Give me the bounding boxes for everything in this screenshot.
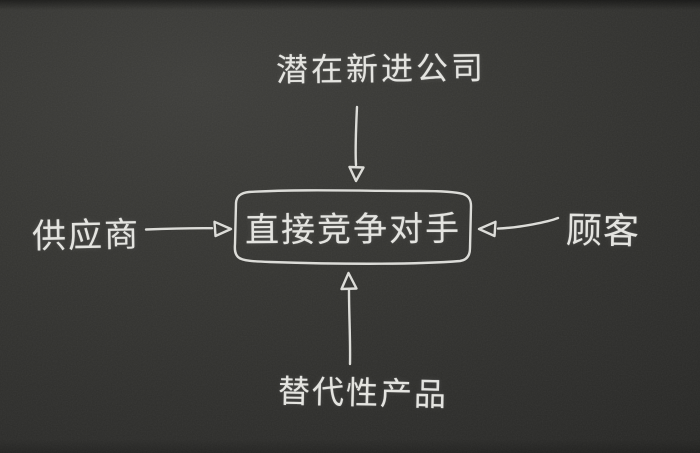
arrow-top-to-center	[348, 105, 365, 183]
node-center-label: 直接竞争对手	[244, 209, 462, 251]
arrow-right-to-center	[477, 216, 560, 238]
node-right-label: 顾客	[565, 210, 641, 253]
arrow-bottom-to-center	[340, 271, 358, 366]
node-bottom-label: 替代性产品	[277, 372, 449, 414]
node-top-label: 潜在新进公司	[275, 48, 487, 90]
node-left-label: 供应商	[31, 215, 141, 257]
arrow-left-to-center	[144, 220, 233, 238]
